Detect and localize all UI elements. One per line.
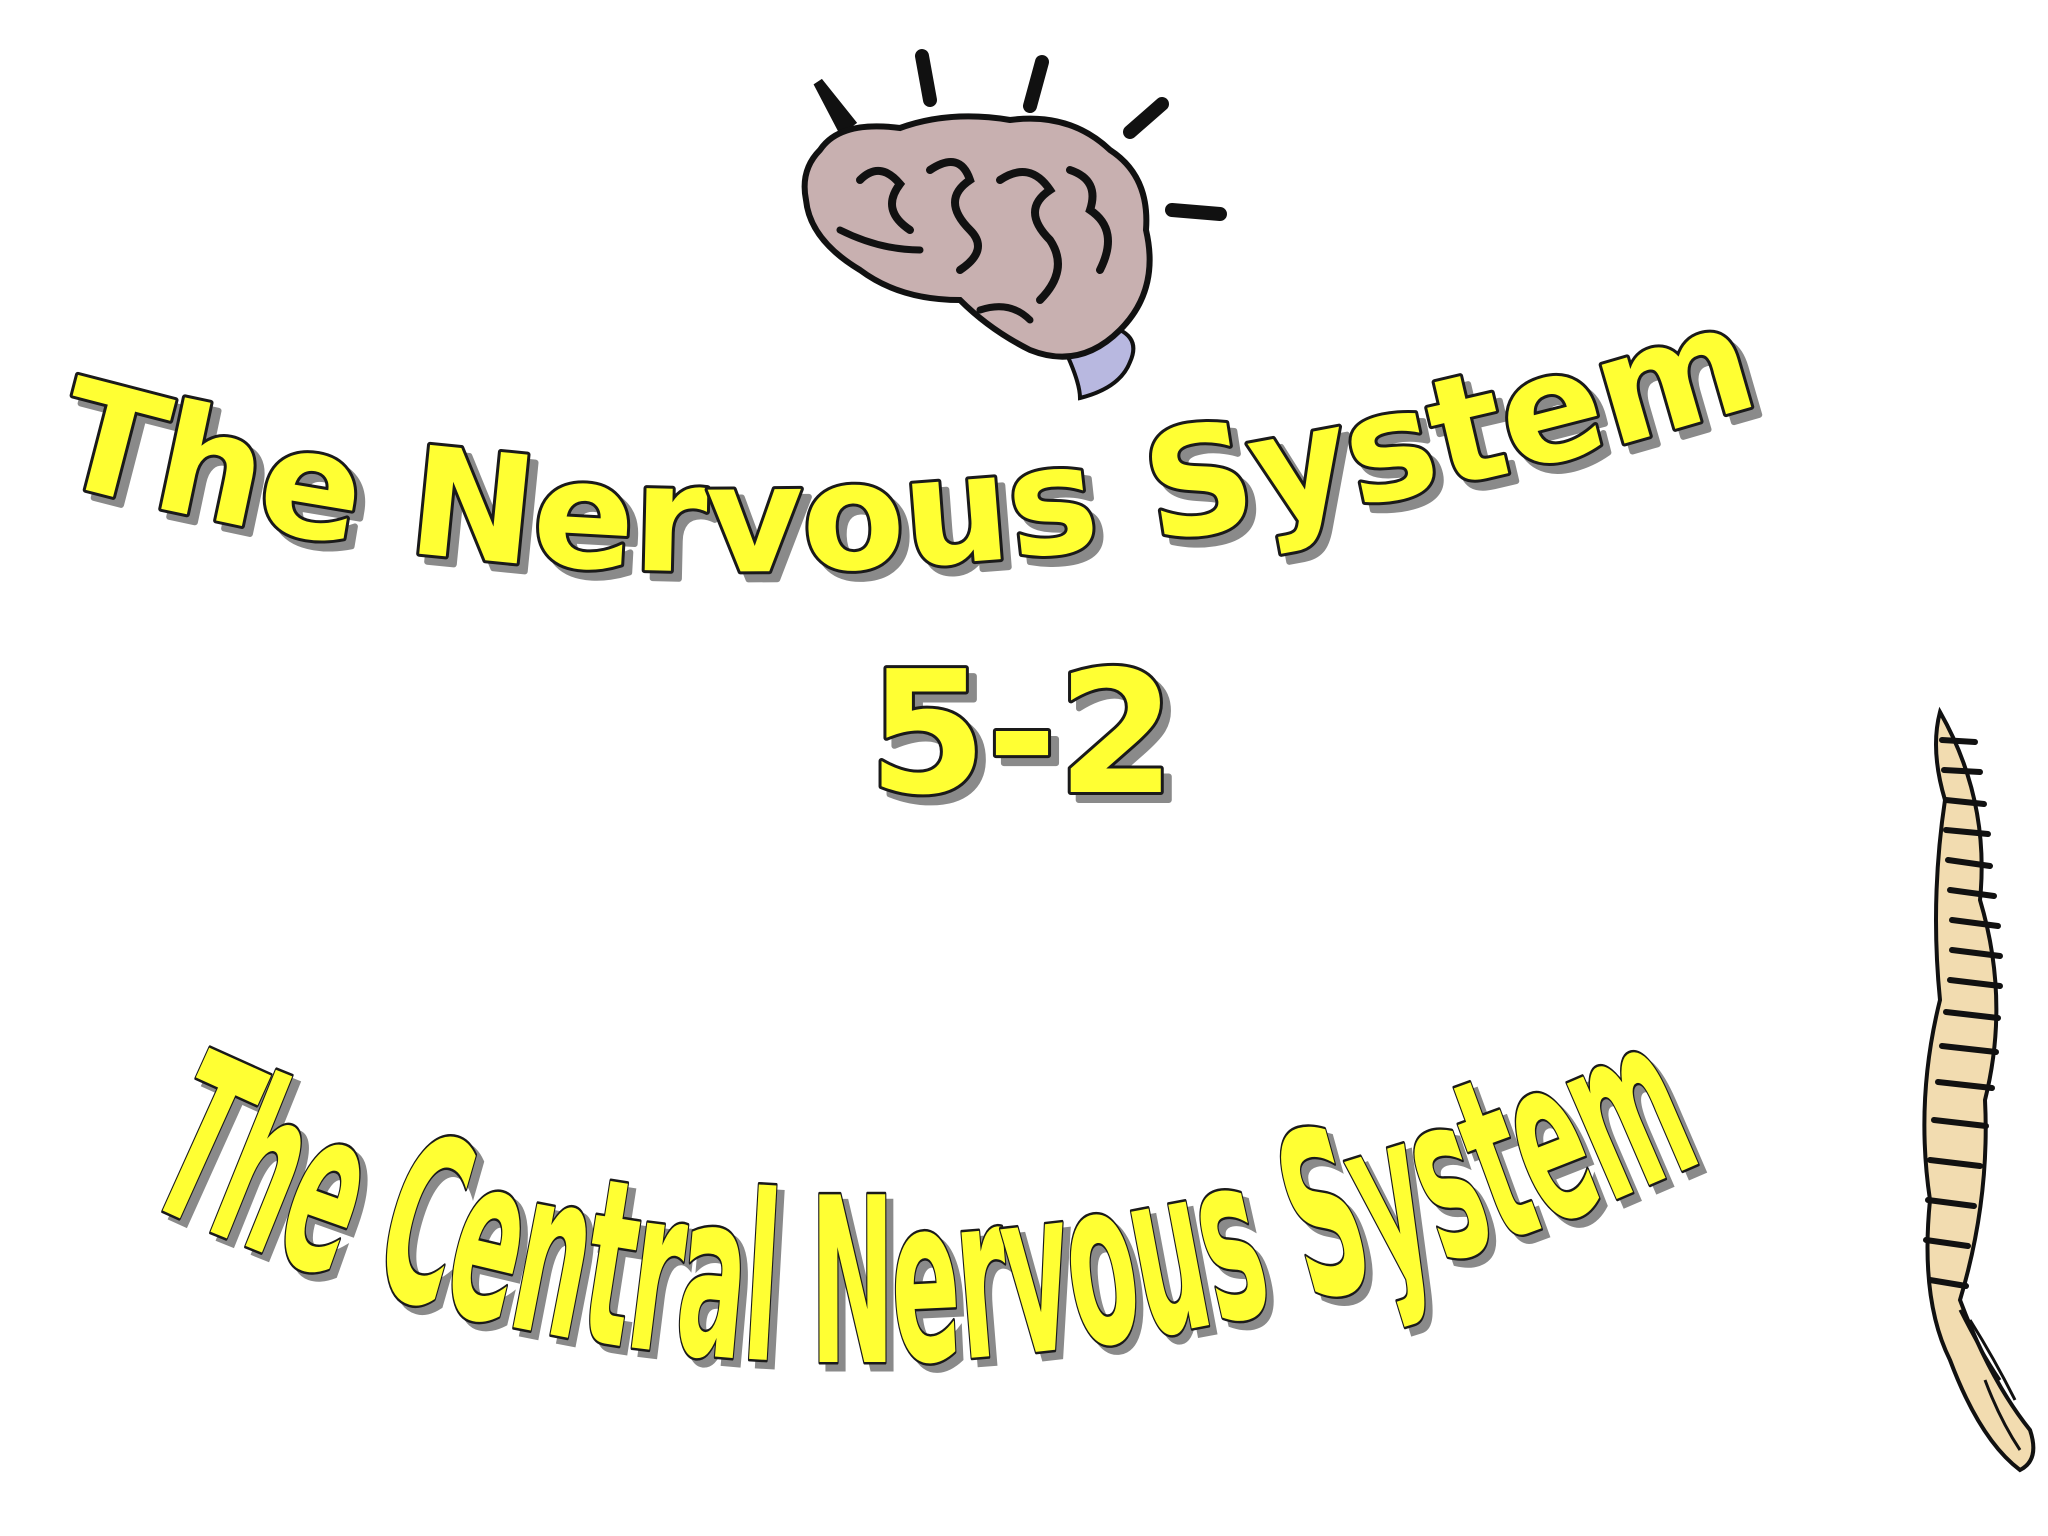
title-line1: The Nervous System [41,271,1773,608]
spine-icon [1922,706,2036,1473]
title-line2-shadow: 5-2 [876,643,1183,841]
brain-icon [801,49,1227,401]
subtitle: The Central Nervous System [117,966,1727,1417]
title-line2: 5-2 [868,635,1175,833]
